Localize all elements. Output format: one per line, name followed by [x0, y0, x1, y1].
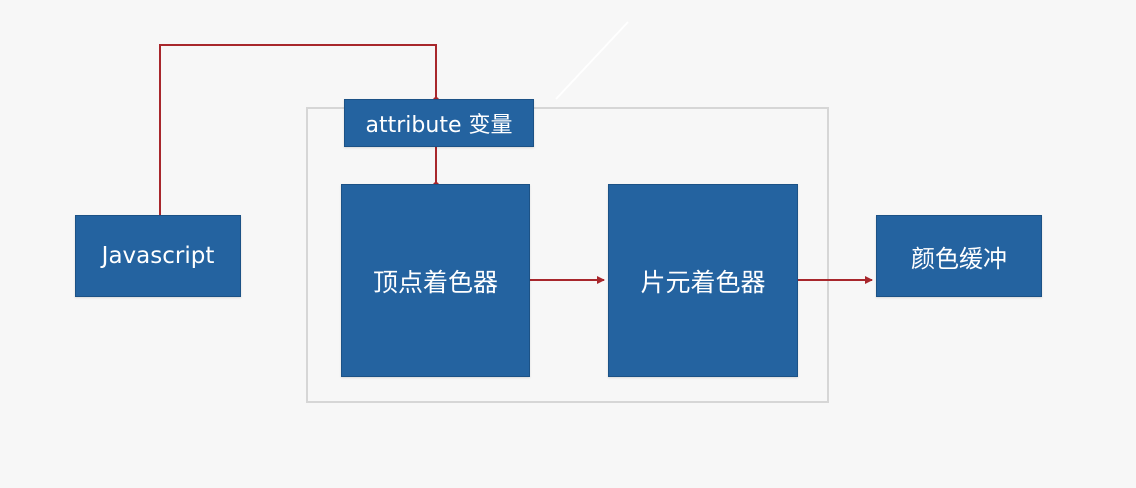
shader-pipeline-frame	[306, 107, 829, 403]
javascript-node: Javascript	[75, 215, 241, 297]
javascript-node-label: Javascript	[101, 243, 215, 269]
vertex-shader-node: 顶点着色器	[341, 184, 530, 377]
color-buffer-node-label: 颜色缓冲	[911, 244, 1007, 273]
attribute-variable-node: attribute 变量	[344, 99, 534, 147]
decorative-diagonal-line	[555, 21, 629, 100]
vertex-shader-node-label: 顶点着色器	[372, 267, 498, 297]
attribute-variable-node-label: attribute 变量	[365, 113, 513, 138]
fragment-shader-node-label: 片元着色器	[640, 267, 766, 297]
color-buffer-node: 颜色缓冲	[876, 215, 1042, 297]
fragment-shader-node: 片元着色器	[608, 184, 798, 377]
